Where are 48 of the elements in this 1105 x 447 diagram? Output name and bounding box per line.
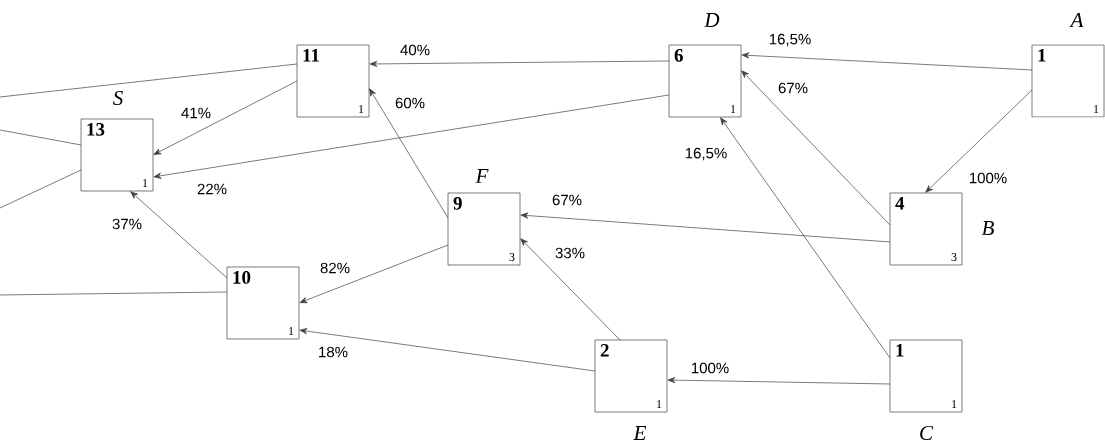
edge-label: 40% <box>399 43 431 57</box>
letter-label: F <box>475 169 489 183</box>
arrow <box>925 89 1033 193</box>
node-box: 10 1 <box>226 266 300 340</box>
edge-label: 41% <box>180 106 212 120</box>
node-box: 6 1 <box>668 44 742 118</box>
letter-label: C <box>920 425 934 441</box>
node-box: 11 1 <box>296 44 370 118</box>
edge-label: 100% <box>689 361 731 375</box>
arrow <box>741 52 1033 71</box>
arrow <box>369 88 449 219</box>
arrow <box>153 80 298 155</box>
letter-label: D <box>704 13 720 27</box>
node-box: 4 3 <box>889 192 963 266</box>
node-box: 1 1 <box>1031 44 1105 118</box>
edge-label: 100% <box>967 171 1009 185</box>
arrow <box>299 244 449 303</box>
line <box>0 169 82 209</box>
line <box>0 129 82 146</box>
node-box: 2 1 <box>594 339 668 413</box>
arrow <box>741 70 891 226</box>
arrow <box>130 191 228 279</box>
edge-label: 16,5% <box>767 32 813 48</box>
arrow <box>520 238 621 341</box>
arrow <box>369 60 670 67</box>
node-box: 9 3 <box>447 192 521 266</box>
arrow <box>667 377 891 385</box>
arrow <box>720 117 891 359</box>
edge-label: 82% <box>319 261 351 275</box>
arrow <box>299 328 596 372</box>
edge-label: 16,5% <box>683 146 729 162</box>
line <box>0 291 228 296</box>
letter-label: S <box>113 90 123 106</box>
arrow <box>520 212 891 243</box>
letter-label: B <box>981 221 994 235</box>
letter-label: A <box>1069 13 1084 27</box>
node-box: 1 1 <box>889 339 963 413</box>
edge-label: 18% <box>317 345 349 359</box>
letter-label: E <box>633 426 647 440</box>
edge-label: 37% <box>111 217 143 231</box>
edge-label: 67% <box>551 193 583 207</box>
edge-label: 67% <box>777 81 809 95</box>
arrow <box>153 94 670 179</box>
line <box>0 63 298 98</box>
node-box: 13 1 <box>80 118 154 192</box>
edge-label: 60% <box>394 96 426 110</box>
edge-label: 22% <box>196 182 228 196</box>
edge-label: 33% <box>554 246 586 260</box>
